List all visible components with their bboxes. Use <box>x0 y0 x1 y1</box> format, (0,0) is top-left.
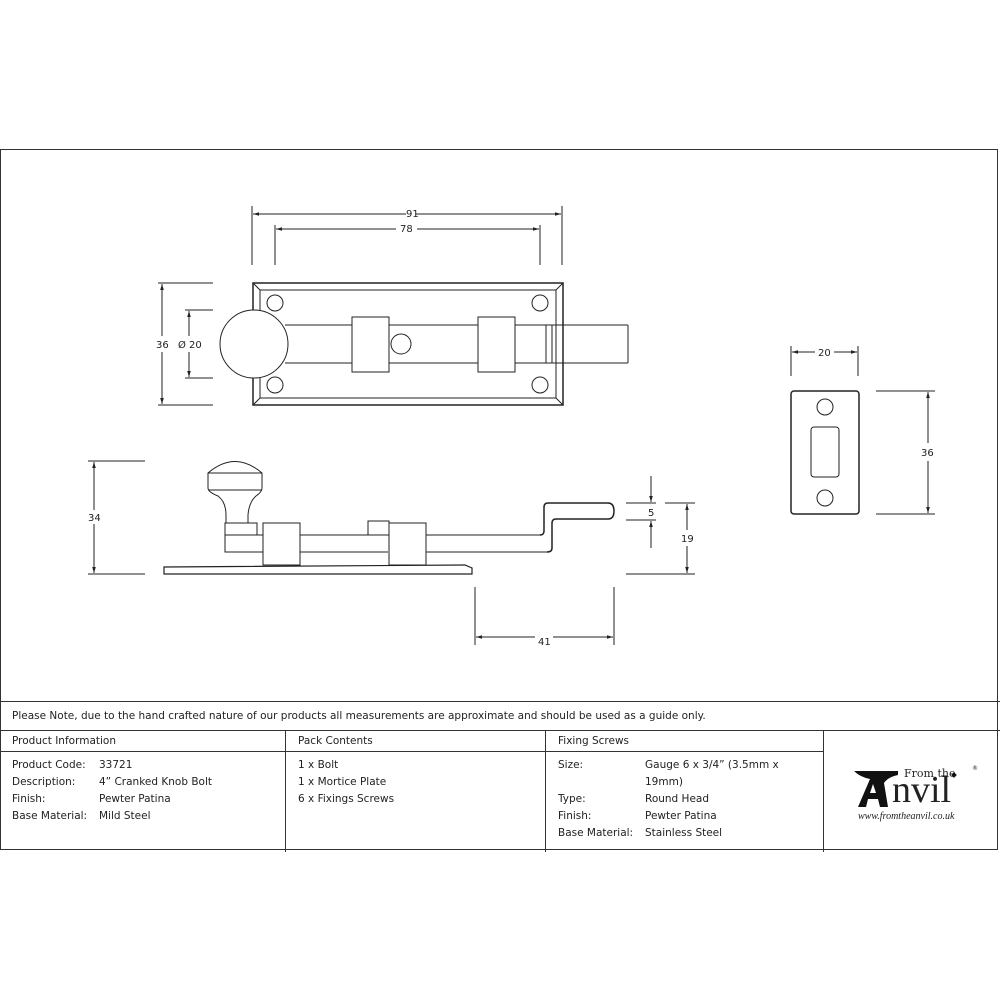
screw-row: Type:Round Head <box>558 791 811 808</box>
screw-base-material: Stainless Steel <box>645 827 723 839</box>
logo-registered: ® <box>972 765 978 772</box>
screw-row: Base Material:Stainless Steel <box>558 825 811 842</box>
dim-crank-rise: 19 <box>681 534 694 545</box>
screw-finish: Pewter Patina <box>645 810 717 822</box>
info-row: Product Code:33721 <box>12 757 273 774</box>
pack-item: 1 x Bolt <box>298 759 339 771</box>
dim-mortice-height: 36 <box>921 448 934 459</box>
pack-contents-section: Pack Contents 1 x Bolt 1 x Mortice Plate… <box>286 731 546 852</box>
drawing-sheet <box>0 149 998 850</box>
info-table: Product Information Product Code:33721 D… <box>0 730 1000 852</box>
info-row: Description:4” Cranked Knob Bolt <box>12 774 273 791</box>
screw-size: Gauge 6 x 3/4” (3.5mm x 19mm) <box>645 759 779 788</box>
product-description: 4” Cranked Knob Bolt <box>99 776 212 788</box>
product-code: 33721 <box>99 759 133 771</box>
screw-row: Size:Gauge 6 x 3/4” (3.5mm x 19mm) <box>558 757 811 791</box>
dim-mortice-width: 20 <box>818 348 831 359</box>
fixing-screws-heading: Fixing Screws <box>546 731 823 752</box>
dim-crank-thickness: 5 <box>648 508 654 519</box>
product-information-section: Product Information Product Code:33721 D… <box>0 731 286 852</box>
product-finish: Pewter Patina <box>99 793 171 805</box>
mortice-plate-view <box>790 346 935 515</box>
info-row: Base Material:Mild Steel <box>12 808 273 825</box>
dim-hole-centres: 78 <box>400 224 413 235</box>
dim-plate-height: 36 <box>156 340 169 351</box>
dim-crank-projection: 41 <box>538 637 551 648</box>
dim-overall-width: 91 <box>406 209 419 220</box>
logo-url: www.fromtheanvil.co.uk <box>858 811 955 822</box>
anvil-icon <box>854 771 898 807</box>
product-base-material: Mild Steel <box>99 810 151 822</box>
measurement-note: Please Note, due to the hand crafted nat… <box>0 701 1000 731</box>
from-the-anvil-logo: From the ® nvil www.fromtheanvil.co.uk <box>854 761 984 822</box>
logo-from-the: From the <box>904 767 956 780</box>
fixing-screws-section: Fixing Screws Size:Gauge 6 x 3/4” (3.5mm… <box>546 731 824 852</box>
product-information-heading: Product Information <box>0 731 285 752</box>
screw-row: Finish:Pewter Patina <box>558 808 811 825</box>
dim-side-height: 34 <box>88 513 101 524</box>
dim-knob-diameter: Ø 20 <box>178 339 202 351</box>
side-view <box>88 460 695 645</box>
logo-section: From the ® nvil www.fromtheanvil.co.uk <box>824 731 1000 852</box>
info-row: Finish:Pewter Patina <box>12 791 273 808</box>
top-view <box>158 206 629 406</box>
pack-contents-heading: Pack Contents <box>286 731 545 752</box>
screw-type: Round Head <box>645 793 710 805</box>
note-text: Please Note, due to the hand crafted nat… <box>12 710 706 722</box>
pack-item: 6 x Fixings Screws <box>298 793 395 805</box>
logo-brand: nvil <box>892 769 952 811</box>
pack-item: 1 x Mortice Plate <box>298 776 387 788</box>
